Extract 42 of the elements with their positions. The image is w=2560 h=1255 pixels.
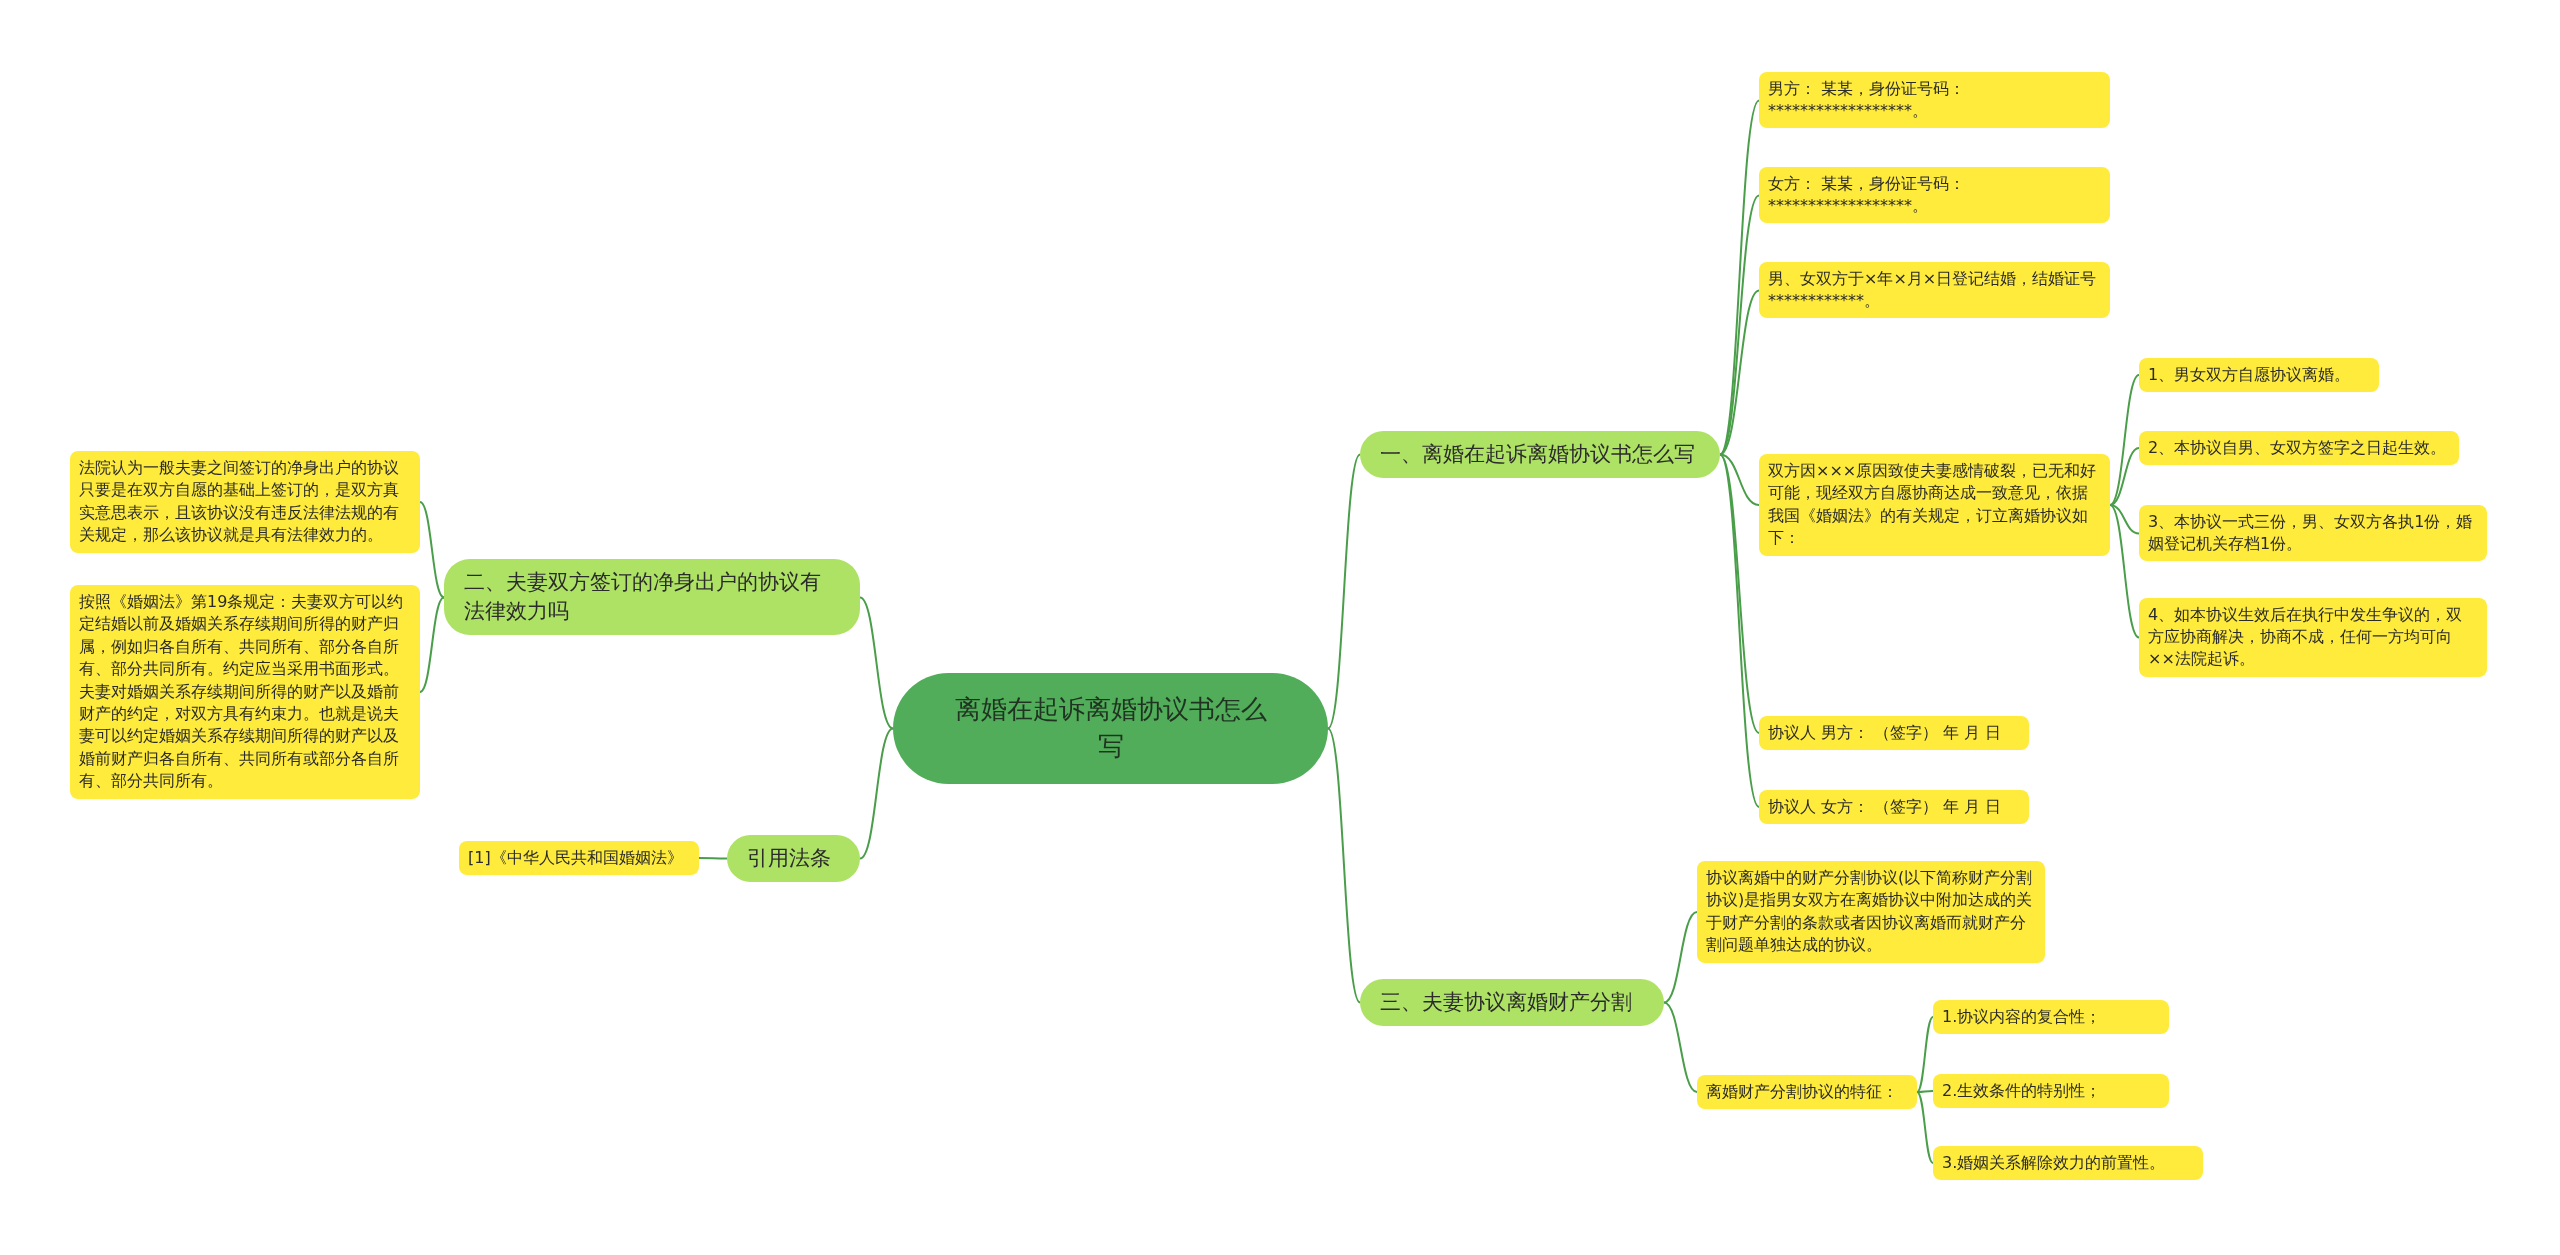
note-card: 2、本协议自男、女双方签字之日起生效。 [2139,431,2459,466]
connector-line [1916,1016,1934,1093]
note-card: 男、女双方于×年×月×日登记结婚，结婚证号************。 [1759,261,2110,319]
connector-line [1916,1090,1934,1093]
connector-line [419,501,445,599]
connector-line [419,596,445,693]
connector-line [1327,727,1361,1004]
connector-line [698,857,728,860]
note-card: 离婚财产分割协议的特征： [1697,1075,1917,1110]
connector-line [1719,453,1760,506]
connector-line [1663,1001,1698,1093]
connector-line [2109,504,2140,639]
branch-topic: 一、离婚在起诉离婚协议书怎么写 [1360,430,1720,478]
note-card: 1.协议内容的复合性； [1933,1000,2169,1035]
note-card: 4、如本协议生效后在执行中发生争议的，双方应协商解决，协商不成，任何一方均可向××法院起诉。 [2139,597,2487,677]
connector-line [1916,1091,1934,1164]
note-card: 按照《婚姻法》第19条规定：夫妻双方可以约定结婚以前及婚姻关系存续期间所得的财产归属，例如归各自所有、共同所有、部分各自所有、部分共同所有。约定应当采用书面形式。夫妻对婚姻关系存续期间所得的财产以及婚前财产的约定，对双方具有约束力。也就是说夫妻可以约定婚姻关系存续期间所得的财产以及婚前财产归各自所有、共同所有或部分各自所有、部分共同所有。 [70,585,420,799]
connector-line [2109,447,2140,506]
branch-topic: 引用法条 [727,834,860,882]
note-card: 协议人 男方： （签字） 年 月 日 [1759,716,2029,751]
connector-line [1719,99,1760,456]
connector-line [2109,504,2140,535]
branch-topic: 三、夫妻协议离婚财产分割 [1360,978,1664,1026]
branch-topic: 二、夫妻双方签订的净身出户的协议有法律效力吗 [444,558,860,636]
connector-line [2109,374,2140,506]
note-card: 协议离婚中的财产分割协议(以下简称财产分割协议)是指男女双方在离婚协议中附加达成的关于财产分割的条款或者因协议离婚而就财产分割问题单独达成的协议。 [1697,861,2045,963]
note-card: 女方： 某某，身份证号码：******************。 [1759,166,2110,224]
central-topic: 离婚在起诉离婚协议书怎么写 [893,672,1328,784]
note-card: 2.生效条件的特别性； [1933,1074,2169,1109]
note-card: 1、男女双方自愿协议离婚。 [2139,358,2379,393]
connector-line [1663,911,1698,1004]
note-card: 3、本协议一式三份，男、女双方各执1份，婚姻登记机关存档1份。 [2139,504,2487,562]
connector-line [1327,453,1361,730]
note-card: [1]《中华人民共和国婚姻法》 [459,841,699,876]
connector-line [859,596,894,730]
note-card: 双方因×××原因致使夫妻感情破裂，已无和好可能，现经双方自愿协商达成一致意见，依据我国《婚姻法》的有关规定，订立离婚协议如下： [1759,454,2110,556]
note-card: 男方： 某某，身份证号码：******************。 [1759,71,2110,129]
connector-line [1719,453,1760,808]
note-card: 3.婚姻关系解除效力的前置性。 [1933,1146,2203,1181]
connector-line [859,727,894,860]
note-card: 协议人 女方： （签字） 年 月 日 [1759,790,2029,825]
note-card: 法院认为一般夫妻之间签订的净身出户的协议只要是在双方自愿的基础上签订的，是双方真实意思表示，且该协议没有违反法律法规的有关规定，那么该协议就是具有法律效力的。 [70,451,420,553]
